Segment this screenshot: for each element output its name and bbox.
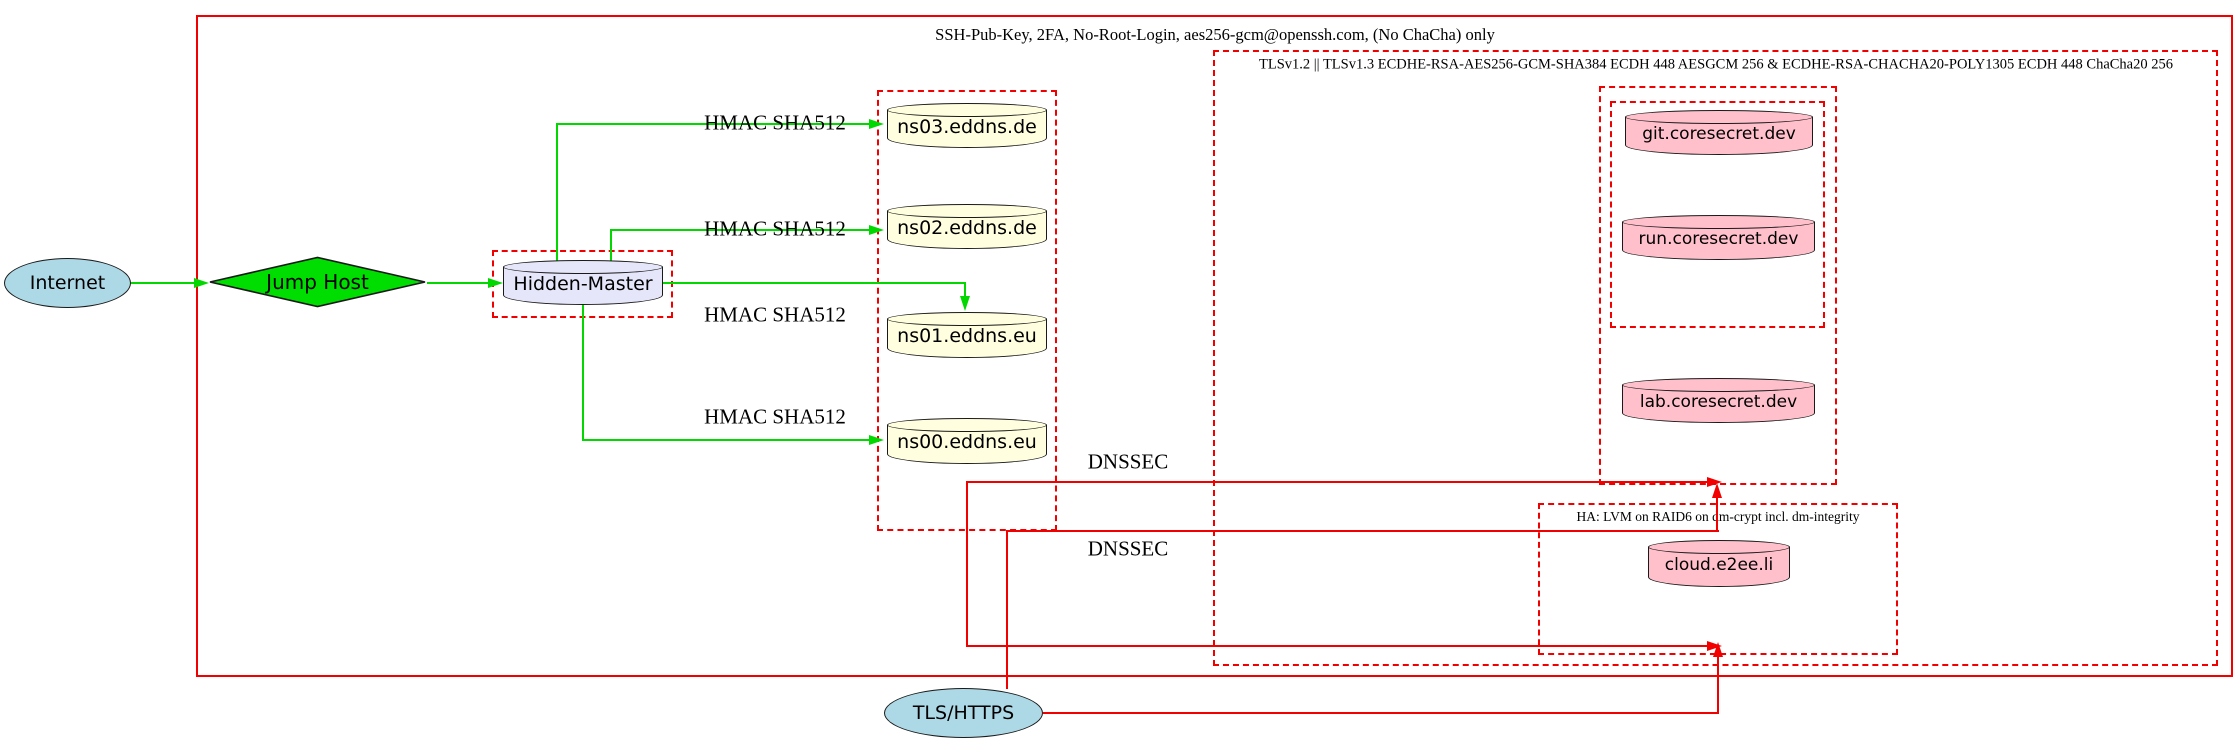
arrowhead-jumphost-hiddenmaster [488, 278, 503, 288]
edge-label-hmac-ns01: HMAC SHA512 [704, 302, 846, 327]
cluster-tls-label: TLSv1.2 || TLSv1.3 ECDHE-RSA-AES256-GCM-… [1259, 56, 2173, 73]
edge-label-hmac-ns03: HMAC SHA512 [704, 110, 846, 135]
cluster-git-run [1610, 101, 1825, 328]
node-lab-label: lab.coresecret.dev [1639, 391, 1798, 412]
arrowhead-hm-ns03 [869, 119, 884, 129]
arrowhead-internet-jumphost [194, 278, 209, 288]
node-ns02: ns02.eddns.de [887, 204, 1047, 249]
edge-dnssec2-v [966, 481, 968, 647]
arrowhead-hm-ns00 [869, 435, 884, 445]
cylinder-lid [503, 260, 663, 274]
node-run-label: run.coresecret.dev [1638, 228, 1799, 249]
node-internet-label: Internet [29, 272, 106, 294]
arrowhead-tls-coresecret [1712, 483, 1722, 498]
node-tls-https-label: TLS/HTTPS [912, 702, 1015, 724]
node-jump-host: Jump Host [208, 256, 427, 308]
cluster-ssh [196, 15, 2233, 677]
node-hidden-master: Hidden-Master [503, 260, 663, 305]
diamond-shape [209, 256, 426, 308]
arrowhead-dnssec1 [1707, 477, 1722, 487]
cylinder-lid [887, 204, 1047, 218]
cylinder-lid [1625, 110, 1813, 124]
edge-hm-ns00-v [582, 304, 584, 440]
node-ns03-label: ns03.eddns.de [897, 115, 1037, 138]
edge-internet-jumphost [131, 282, 195, 284]
cluster-ha-label: HA: LVM on RAID6 on dm-crypt incl. dm-in… [1576, 509, 1860, 524]
edge-dnssec1-h [966, 481, 1708, 483]
edge-tls-e2ee-h [1043, 712, 1719, 714]
edge-tls-coresecret-v1 [1006, 531, 1008, 689]
node-ns00-label: ns00.eddns.eu [897, 430, 1037, 453]
node-ns00: ns00.eddns.eu [887, 418, 1047, 464]
node-ns01: ns01.eddns.eu [887, 312, 1047, 358]
node-ns03: ns03.eddns.de [887, 103, 1047, 148]
node-git-label: git.coresecret.dev [1642, 123, 1796, 144]
edge-hm-ns00-h [582, 439, 870, 441]
edge-hm-ns02-h [610, 229, 870, 231]
edge-hm-ns01-h [663, 282, 966, 284]
cluster-ssh-label: SSH-Pub-Key, 2FA, No-Root-Login, aes256-… [935, 25, 1495, 44]
edge-hm-ns01-v [964, 282, 966, 298]
node-git-coresecret: git.coresecret.dev [1625, 110, 1813, 155]
edge-jumphost-hiddenmaster [427, 282, 489, 284]
node-ns02-label: ns02.eddns.de [897, 216, 1037, 239]
node-run-coresecret: run.coresecret.dev [1622, 215, 1815, 260]
edge-tls-e2ee-v [1717, 657, 1719, 714]
edge-hm-ns03-v [556, 123, 558, 264]
arrowhead-hm-ns01 [960, 296, 970, 311]
node-ns01-label: ns01.eddns.eu [897, 324, 1037, 347]
cylinder-lid [1648, 540, 1790, 554]
edge-hm-ns02-v [610, 229, 612, 264]
node-internet: Internet [4, 258, 131, 308]
edge-tls-coresecret-v2 [1716, 498, 1718, 532]
node-hidden-master-label: Hidden-Master [513, 272, 653, 295]
cylinder-lid [887, 418, 1047, 432]
edge-label-dnssec-1: DNSSEC [1087, 449, 1169, 474]
arrowhead-tls-e2ee [1713, 642, 1723, 657]
edge-dnssec2-h [966, 645, 1708, 647]
edge-label-hmac-ns02: HMAC SHA512 [704, 216, 846, 241]
node-tls-https: TLS/HTTPS [884, 688, 1043, 738]
edge-label-dnssec-2: DNSSEC [1087, 536, 1169, 561]
edge-label-hmac-ns00: HMAC SHA512 [704, 404, 846, 429]
cylinder-lid [1622, 378, 1815, 392]
cylinder-body [1622, 385, 1815, 423]
node-cloud-e2ee: cloud.e2ee.li [1648, 540, 1790, 587]
node-cloud-label: cloud.e2ee.li [1664, 554, 1774, 575]
cluster-tls [1213, 50, 2218, 666]
cylinder-lid [1622, 215, 1815, 229]
edge-hm-ns03-h [556, 123, 870, 125]
edge-tls-coresecret-h [1006, 530, 1719, 532]
cylinder-lid [887, 312, 1047, 326]
cylinder-lid [887, 103, 1047, 117]
node-lab-coresecret: lab.coresecret.dev [1622, 378, 1815, 423]
arrowhead-hm-ns02 [869, 225, 884, 235]
node-jump-host-label: Jump Host [266, 270, 369, 294]
